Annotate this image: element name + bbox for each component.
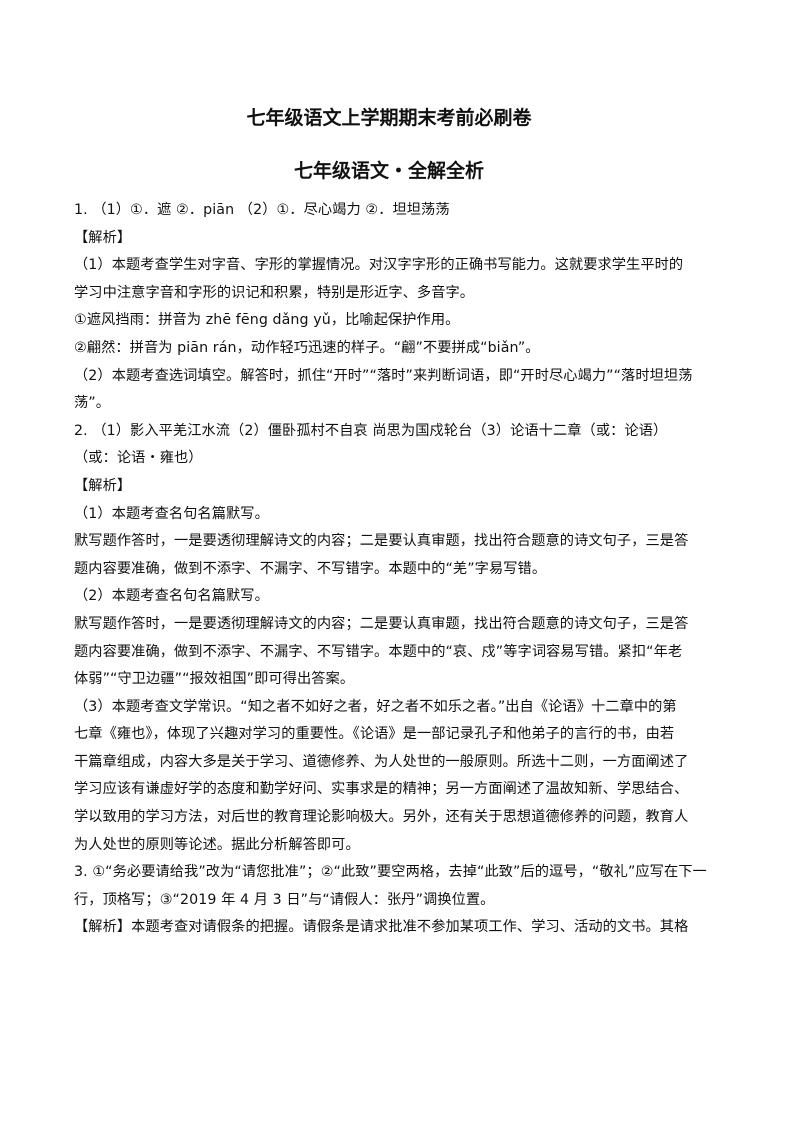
text-line: 默写题作答时，一是要透彻理解诗文的内容；二是要认真审题，找出符合题意的诗文句子，… (74, 615, 689, 632)
page-subtitle: 七年级语文・全解全析 (293, 160, 484, 182)
text-line: 行，顶格写；③“2019 年 4 月 3 日”与“请假人：张丹”调换位置。 (74, 891, 495, 908)
text-line: 学以致用的学习方法，对后世的教育理论影响极大。另外，还有关于思想道德修养的问题，… (74, 809, 689, 826)
text-line: 【解析】 (74, 477, 132, 494)
text-line: （1）本题考查名句名篇默写。 (74, 505, 269, 522)
text-line: （3）本题考查文学常识。“知之者不如好之者，好之者不如乐之者。”出自《论语》十二… (74, 698, 677, 715)
text-line: 【解析】 (74, 229, 132, 246)
text-line: 1. （1）①．遮 ②．piān （2）①．尽心竭力 ②．坦坦荡荡 (74, 202, 450, 218)
text-line: 为人处世的原则等论述。据此分析解答即可。 (74, 836, 360, 853)
text-line: ②翩然：拼音为 piān rán，动作轻巧迅速的样子。“翩”不要拼成“biǎn”… (74, 339, 540, 356)
text-line: 干篇章组成，内容大多是关于学习、道德修养、为人处世的一般原则。所选十二则，一方面… (74, 753, 689, 770)
text-line: （2）本题考查名句名篇默写。 (74, 588, 269, 605)
page-title: 七年级语文上学期期末考前必刷卷 (246, 107, 532, 129)
text-line: ①遮风挡雨：拼音为 zhē fēng dǎng yǔ，比喻起保护作用。 (74, 312, 460, 329)
text-line: 3. ①“务必要请给我”改为“请您批准”；②“此致”要空两格，去掉“此致”后的逗… (74, 864, 707, 881)
text-line: 体弱”“守卫边疆”“报效祖国”即可得出答案。 (74, 671, 355, 688)
text-line: （1）本题考查学生对字音、字形的掌握情况。对汉字字形的正确书写能力。这就要求学生… (74, 257, 684, 274)
text-line: （2）本题考查选词填空。解答时，抓住“开时”“落时”来判断词语，即“开时尽心竭力… (74, 367, 693, 384)
answer-text-body: 1. （1）①．遮 ②．piān （2）①．尽心竭力 ②．坦坦荡荡【解析】 （1）… (74, 197, 707, 942)
text-line: （或：论语・雍也） (74, 450, 203, 467)
text-line: 题内容要准确，做到不添字、不漏字、不写错字。本题中的“羌”字易写错。 (74, 560, 547, 577)
text-line: 七章《雍也》，体现了兴趣对学习的重要性。《论语》是一部记录孔子和他弟子的言行的书… (74, 726, 675, 743)
text-line: 学习中注意字音和字形的识记和积累，特别是形近字、多音字。 (74, 284, 475, 301)
text-line: 荡”。 (74, 395, 111, 412)
text-line: 默写题作答时，一是要透彻理解诗文的内容；二是要认真审题，找出符合题意的诗文句子，… (74, 533, 689, 550)
text-line: 2. （1）影入平羌江水流（2）僵卧孤村不自哀 尚思为国戍轮台（3）论语十二章（… (74, 422, 668, 439)
text-line: 题内容要准确，做到不添字、不漏字、不写错字。本题中的“哀、戍”等字词容易写错。紧… (74, 643, 683, 660)
text-line: 学习应该有谦虚好学的态度和勤学好问、实事求是的精神；另一方面阐述了温故知新、学思… (74, 781, 689, 798)
text-line: 【解析】本题考查对请假条的把握。请假条是请求批准不参加某项工作、学习、活动的文书… (74, 919, 689, 936)
